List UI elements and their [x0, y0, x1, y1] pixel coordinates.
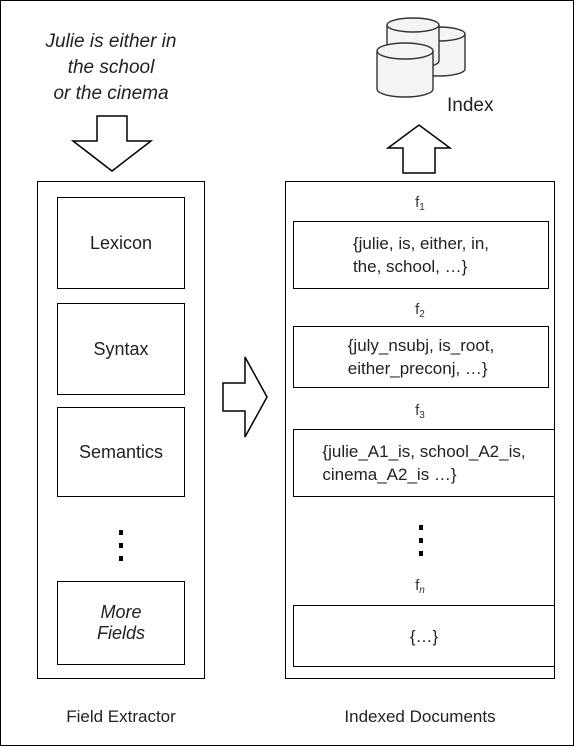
- doc-label-f3: f3: [390, 402, 450, 421]
- field-box-syntax: Syntax: [57, 303, 185, 395]
- indexed-documents-caption: Indexed Documents: [344, 707, 496, 726]
- doc-text-f1: {julie, is, either, in, the, school, …}: [343, 232, 499, 278]
- doc-box-fn: {…}: [293, 605, 555, 667]
- field-box-semantics: Semantics: [57, 407, 185, 497]
- doc-label-f1: f1: [390, 194, 450, 213]
- input-sentence: Julie is either in the school or the cin…: [1, 29, 221, 107]
- doc-label-base: f: [415, 301, 420, 318]
- doc-label-base: f: [415, 402, 420, 419]
- sentence-line-2: the school: [67, 57, 155, 78]
- doc-label-subscript: 3: [419, 410, 425, 421]
- doc-line: {julie_A1_is, school_A2_is,: [322, 442, 526, 461]
- vertical-ellipsis-icon: [119, 530, 123, 561]
- doc-label-fn: fn: [390, 577, 450, 596]
- doc-text-f2: {july_nsubj, is_root, either_preconj, …}: [338, 334, 504, 380]
- index-label: Index: [447, 95, 494, 116]
- doc-text-fn: {…}: [409, 626, 439, 646]
- more-fields-line-2: Fields: [96, 623, 145, 643]
- field-extractor-caption: Field Extractor: [66, 707, 176, 726]
- doc-box-f1: {julie, is, either, in, the, school, …}: [293, 221, 549, 289]
- doc-label-subscript: 2: [419, 309, 425, 320]
- doc-line: either_preconj, …}: [347, 359, 488, 378]
- doc-box-f2: {july_nsubj, is_root, either_preconj, …}: [293, 326, 549, 388]
- field-box-lexicon: Lexicon: [57, 197, 185, 289]
- database-icon: [376, 17, 466, 98]
- doc-label-base: f: [415, 577, 420, 594]
- sentence-line-3: or the cinema: [53, 83, 169, 104]
- doc-label-f2: f2: [390, 301, 450, 320]
- doc-text-f3: {julie_A1_is, school_A2_is, cinema_A2_is…: [316, 440, 531, 486]
- right-arrow-icon: [222, 356, 268, 438]
- doc-line: cinema_A2_is …}: [322, 465, 457, 484]
- field-ellipsis: [111, 526, 131, 566]
- doc-label-base: f: [415, 194, 420, 211]
- field-label-semantics: Semantics: [78, 441, 164, 462]
- up-arrow-icon: [385, 124, 453, 174]
- doc-line: {julie, is, either, in,: [352, 234, 490, 253]
- doc-line: the, school, …}: [352, 257, 468, 276]
- down-arrow-icon: [70, 115, 154, 172]
- doc-box-f3: {julie_A1_is, school_A2_is, cinema_A2_is…: [293, 429, 555, 497]
- more-fields-line-1: More: [100, 602, 142, 622]
- field-label-syntax: Syntax: [93, 338, 149, 359]
- field-label-lexicon: Lexicon: [89, 232, 153, 253]
- vertical-ellipsis-icon: [419, 525, 423, 556]
- doc-label-subscript: n: [419, 585, 425, 596]
- doc-ellipsis: [411, 521, 431, 561]
- doc-line: {july_nsubj, is_root,: [347, 336, 495, 355]
- sentence-line-1: Julie is either in: [45, 31, 177, 52]
- doc-label-subscript: 1: [419, 202, 425, 213]
- field-box-more-fields: More Fields: [57, 581, 185, 665]
